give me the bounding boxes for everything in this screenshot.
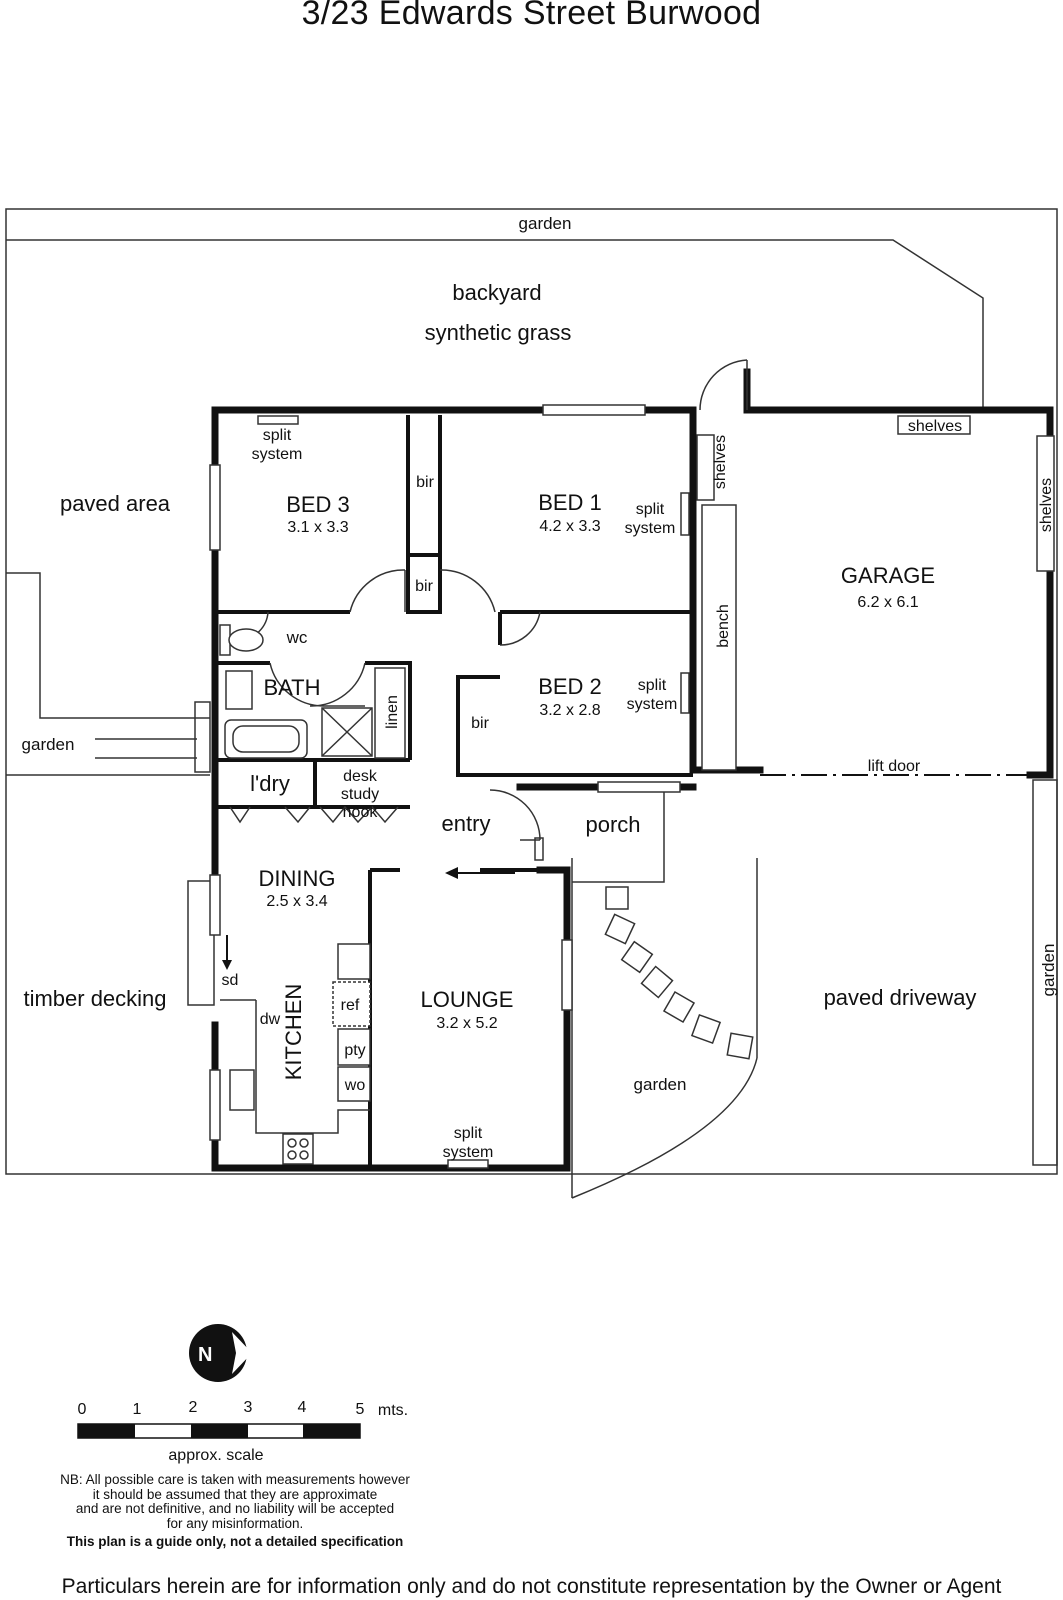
scale-tick-3: 3: [244, 1399, 253, 1416]
lounge-split: split: [454, 1125, 483, 1142]
porch-label: porch: [585, 812, 640, 837]
bed1-dim: 4.2 x 3.3: [539, 518, 600, 535]
lounge-system: system: [443, 1144, 494, 1161]
laundry-label: l'dry: [250, 771, 290, 796]
bench-outlines: [220, 805, 399, 1134]
bir-label-1: bir: [416, 474, 434, 491]
dining-name: DINING: [259, 866, 336, 891]
bed2-split: split: [638, 677, 667, 694]
bed1-system: system: [625, 520, 676, 537]
garden-label-top: garden: [519, 214, 572, 233]
footer-note: Particulars herein are for information o…: [61, 1575, 1002, 1598]
stepping-stones: [604, 886, 754, 1060]
bed3-split: split: [263, 427, 292, 444]
bed3-name: BED 3: [286, 492, 350, 517]
disclaimer-line: NB: All possible care is taken with meas…: [60, 1472, 410, 1487]
backyard-label: backyard: [452, 280, 541, 305]
disclaimer-nb: NB: All possible care is taken with meas…: [30, 1472, 440, 1531]
nook-label: nook: [343, 804, 379, 821]
kitchen-name: KITCHEN: [281, 984, 306, 1081]
scale-caption: approx. scale: [168, 1447, 263, 1464]
garden-label-front: garden: [634, 1075, 687, 1094]
bed2-system: system: [627, 696, 678, 713]
paved-driveway-label: paved driveway: [824, 985, 977, 1010]
bir-label-2: bir: [415, 578, 433, 595]
wo-label: wo: [344, 1077, 366, 1094]
sd-arrow: [222, 935, 232, 970]
scale-tick-4: 4: [298, 1399, 307, 1416]
disclaimer-line: it should be assumed that they are appro…: [92, 1486, 378, 1502]
scale-tick-2: 2: [189, 1399, 198, 1416]
bed1-name: BED 1: [538, 490, 602, 515]
bed3-dim: 3.1 x 3.3: [287, 519, 348, 536]
shelves-label-right: shelves: [1038, 478, 1055, 532]
internal-walls: [215, 415, 693, 1165]
bed1-split: split: [636, 501, 665, 518]
linen-label: linen: [384, 695, 401, 729]
guide-note: This plan is a guide only, not a detaile…: [66, 1534, 404, 1549]
dw-label: dw: [260, 1011, 281, 1028]
garage-name: GARAGE: [841, 563, 935, 588]
north-letter: N: [198, 1344, 212, 1366]
shelves-label-top: shelves: [908, 418, 962, 435]
north-compass: N: [189, 1324, 252, 1382]
garden-label-left: garden: [22, 735, 75, 754]
synthetic-grass-label: synthetic grass: [425, 320, 572, 345]
plan-title: 3/23 Edwards Street Burwood: [301, 0, 762, 32]
dining-dim: 2.5 x 3.4: [266, 893, 327, 910]
desk-label: desk: [343, 768, 378, 785]
site-boundary: [5, 208, 1058, 1199]
bench-label: bench: [715, 604, 732, 648]
paved-area-label: paved area: [60, 491, 171, 516]
lounge-dim: 3.2 x 5.2: [436, 1015, 497, 1032]
entry-arrow: [445, 867, 515, 879]
garage-dim: 6.2 x 6.1: [857, 594, 918, 611]
bed3-system: system: [252, 446, 303, 463]
ref-label: ref: [341, 997, 360, 1014]
house-walls: [211, 368, 1054, 1172]
fixtures: [219, 415, 1055, 1169]
wc-label: wc: [286, 628, 308, 647]
pty-label: pty: [344, 1042, 365, 1059]
scale-tick-0: 0: [78, 1401, 87, 1418]
windows: [209, 404, 681, 1141]
entry-label: entry: [442, 811, 491, 836]
shelves-label-left: shelves: [712, 435, 729, 489]
doors: [239, 359, 748, 841]
disclaimer-line: and are not definitive, and no liability…: [75, 1501, 395, 1516]
garden-label-right: garden: [1039, 944, 1058, 997]
labels: garden backyard synthetic grass paved ar…: [22, 214, 1058, 1161]
scale-tick-1: 1: [133, 1401, 142, 1418]
scale-unit: mts.: [378, 1402, 408, 1419]
disclaimer-line: for any misinformation.: [166, 1515, 304, 1531]
bed2-name: BED 2: [538, 674, 602, 699]
scale-bar: 0 1 2 3 4 5 mts. approx. scale: [77, 1399, 408, 1464]
bath-name: BATH: [263, 675, 320, 700]
bed2-dim: 3.2 x 2.8: [539, 702, 600, 719]
bir-label-3: bir: [471, 715, 489, 732]
scale-tick-5: 5: [356, 1401, 365, 1418]
lounge-name: LOUNGE: [421, 987, 514, 1012]
lift-door-label: lift door: [868, 758, 921, 775]
sd-label: sd: [222, 972, 239, 989]
study-label: study: [341, 786, 379, 803]
timber-decking-label: timber decking: [23, 986, 166, 1011]
